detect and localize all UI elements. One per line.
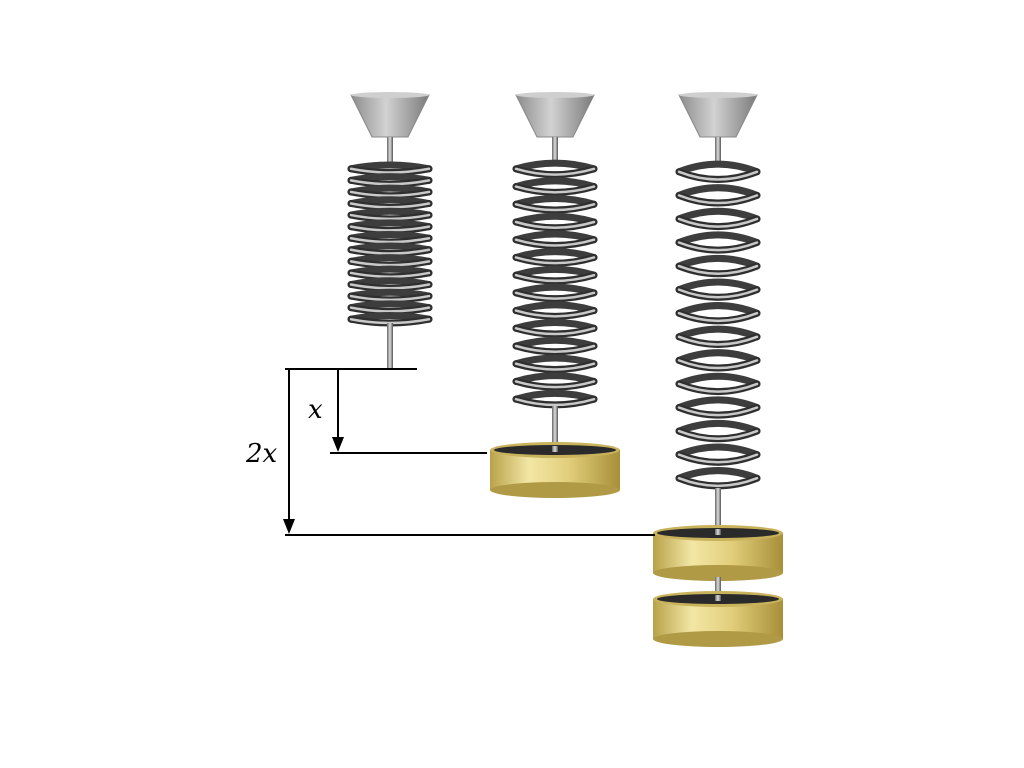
x-arrow-head — [332, 437, 344, 452]
2x-label: 2x — [245, 439, 278, 469]
ceiling-mount — [678, 94, 758, 138]
x-label: x — [308, 395, 323, 425]
measurement-lines — [285, 368, 655, 536]
2x-arrow-head — [283, 519, 295, 534]
coil — [675, 160, 761, 490]
coil — [512, 159, 598, 409]
ceiling-mount — [515, 94, 595, 138]
spring-unloaded — [347, 92, 433, 369]
spring-one-mass — [490, 92, 620, 498]
mass-2 — [653, 591, 783, 647]
mass-1 — [490, 442, 620, 498]
mass-1 — [653, 525, 783, 581]
spring-two-masses — [653, 92, 783, 647]
ceiling-mount — [350, 94, 430, 138]
coil — [347, 161, 433, 327]
